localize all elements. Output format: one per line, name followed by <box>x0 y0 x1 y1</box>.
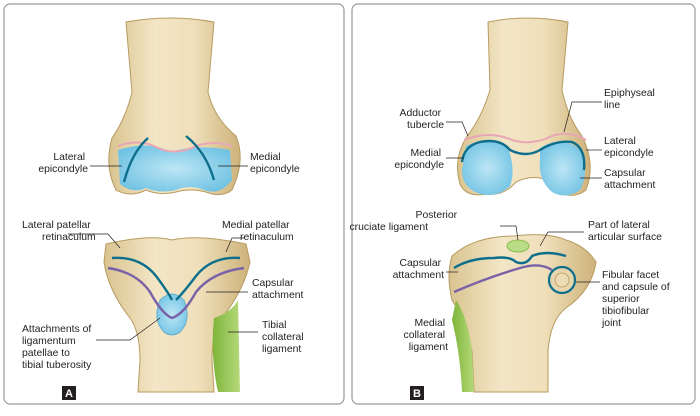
label-epiphyseal-line: Epiphyseal line <box>604 88 658 111</box>
label-capsular-attachment-upper-b: Capsular attachment <box>604 168 656 191</box>
panel-a-tibia <box>103 237 251 393</box>
label-medial-epicondyle-b: Medial epicondyle <box>394 148 444 171</box>
panel-b-femur <box>457 17 591 196</box>
label-fibular-facet: Fibular facet and capsule of superior ti… <box>601 270 672 329</box>
capsule-line-lower-b <box>453 251 567 270</box>
label-capsular-attachment-a: Capsular attachment <box>252 278 304 301</box>
label-lateral-patellar-retinaculum: Lateral patellar retinaculum <box>22 220 96 243</box>
panel-a-labels: Lateral epicondyle Medial epicondyle Lat… <box>22 152 306 371</box>
panel-b-border <box>351 3 696 405</box>
label-medial-epicondyle-a: Medial epicondyle <box>250 152 300 175</box>
capsular-line-b <box>453 264 553 294</box>
epiphyseal-line-a <box>117 141 233 153</box>
label-lateral-epicondyle-b: Lateral epicondyle <box>604 136 654 159</box>
posterior-cruciate-ligament-area <box>506 239 530 253</box>
medial-retinaculum-line <box>175 256 241 301</box>
label-medial-collateral-ligament: Medial collateral ligament <box>404 318 449 353</box>
medial-collateral-ligament-b <box>452 300 474 392</box>
label-lateral-epicondyle-a: Lateral epicondyle <box>38 152 88 175</box>
panel-a-leaders <box>68 165 258 341</box>
tibial-collateral-ligament-a <box>212 300 240 392</box>
medial-condyle-cartilage-b <box>462 140 513 195</box>
panel-a-femur <box>108 17 241 196</box>
svg-text:A: A <box>65 388 73 400</box>
panel-b-leaders <box>446 101 602 283</box>
panel-a-tag: A <box>62 386 76 400</box>
label-posterior-cruciate-ligament: Posterior cruciate ligament <box>349 210 460 233</box>
capsule-line-medial-a <box>185 135 216 181</box>
capsule-line-lateral-a <box>122 137 149 183</box>
label-lateral-articular-surface: Part of lateral articular surface <box>588 220 662 243</box>
label-ligamentum-patellae: Attachments of ligamentum patellae to ti… <box>22 324 94 371</box>
epiphyseal-line-b <box>463 132 587 144</box>
capsule-line-upper-b <box>460 139 586 171</box>
lateral-retinaculum-line <box>111 256 174 301</box>
capsular-line-a <box>107 266 245 320</box>
ligamentum-patellae-attachment <box>156 293 188 336</box>
panel-b-tag: B <box>410 386 424 400</box>
label-adductor-tubercle: Adductor tubercle <box>400 108 445 131</box>
label-capsular-attachment-lower-b: Capsular attachment <box>393 258 445 281</box>
svg-text:B: B <box>413 388 421 400</box>
label-tibial-collateral-ligament: Tibial collateral ligament <box>262 320 306 355</box>
panel-b-tibia <box>448 234 597 393</box>
panel-b-labels: Adductor tubercle Epiphyseal line Medial… <box>349 88 672 353</box>
panel-a-border <box>3 3 345 405</box>
lateral-condyle-cartilage-b <box>539 141 585 196</box>
label-medial-patellar-retinaculum: Medial patellar retinaculum <box>222 220 294 243</box>
